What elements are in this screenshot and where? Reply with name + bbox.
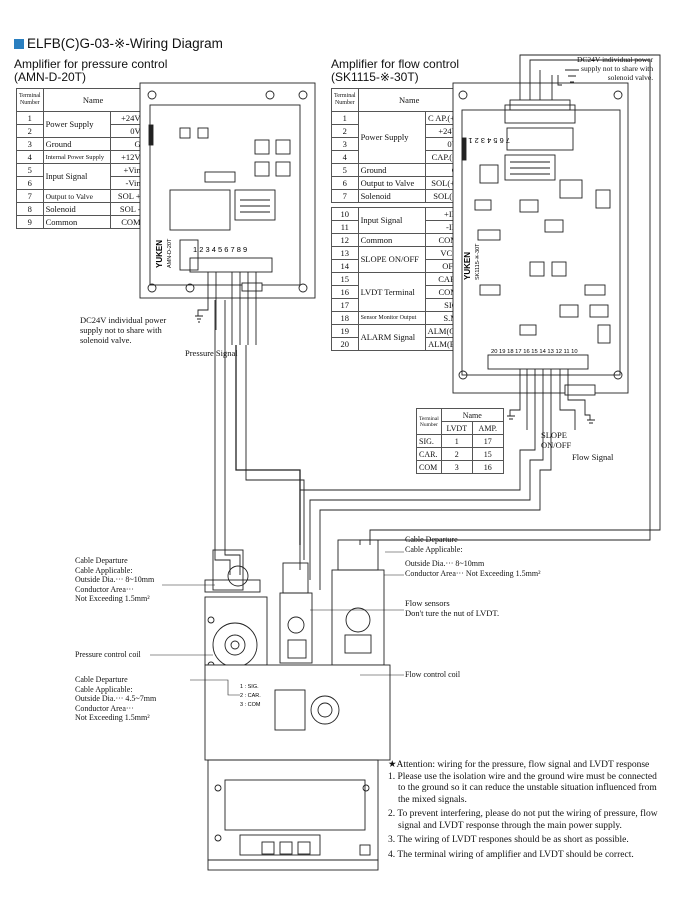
flow-board-brand: YUKEN: [463, 252, 472, 280]
leader-lines: [150, 551, 404, 696]
flow-wires: [299, 54, 661, 590]
pressure-board-terminals: 1 2 3 4 5 6 7 8 9: [193, 245, 247, 254]
cable-lower-note: Cable Departure Cable Applicable: Outsid…: [75, 675, 157, 722]
pressure-wires: [195, 272, 305, 575]
flow-amp-board: [452, 82, 629, 396]
flow-amp-title: Amplifier for flow control (SK1115-※-30T…: [331, 57, 460, 84]
attention-item-2: 2. To prevent interfering, please do not…: [388, 809, 658, 831]
pressure-amp-title: Amplifier for pressure control (AMN-D-20…: [14, 57, 168, 84]
flow-dc-note: DC24V individual power supply not to sha…: [577, 55, 654, 82]
lvdt-pin-2: 2 : CAR.: [240, 693, 261, 699]
cable-left-note: Cable Departure Cable Applicable: Outsid…: [75, 556, 155, 603]
attention-block: ★Attention: wiring for the pressure, flo…: [388, 760, 688, 861]
title-square-icon: [14, 39, 24, 49]
pressure-dc-note: DC24V individual power supply not to sha…: [80, 315, 167, 345]
flow-sensors-note: Flow sensors Don't ture the nut of LVDT.: [405, 598, 500, 618]
cable-right-note: Cable Departure Cable Applicable: Outsid…: [405, 535, 541, 578]
valve-assembly: [204, 539, 391, 871]
attention-item-1: 1. Please use the isolation wire and the…: [388, 771, 657, 805]
attention-item-3: 3. The wiring of LVDT respones should be…: [388, 835, 629, 845]
pressure-board-model: AMN-D-20T: [167, 238, 173, 268]
lvdt-pin-3: 3 : COM: [240, 702, 261, 708]
flow-board-top-terminals: 7 6 5 4 3 2 1: [468, 136, 510, 145]
flow-board-model: SK1115-※-30T: [474, 243, 481, 280]
flow-board-bottom-terminals: 20 19 18 17 16 15 14 13 12 11 10: [491, 349, 578, 355]
flow-coil-label: Flow control coil: [405, 670, 461, 679]
pressure-amp-board: [139, 82, 316, 299]
lvdt-pin-1: 1 : SIG.: [240, 684, 259, 690]
slope-label: SLOPE ON/OFF: [541, 430, 572, 450]
page-title: ELFB(C)G-03-※-Wiring Diagram: [14, 36, 223, 52]
pressure-signal-label: Pressure Signal: [185, 348, 238, 358]
flow-signal-label: Flow Signal: [572, 452, 614, 462]
pressure-board-brand: YUKEN: [155, 240, 164, 268]
pressure-coil-label: Pressure control coil: [75, 650, 141, 659]
attention-title: ★Attention: wiring for the pressure, flo…: [388, 760, 650, 770]
attention-item-4: 4. The terminal wiring of amplifier and …: [388, 849, 634, 860]
